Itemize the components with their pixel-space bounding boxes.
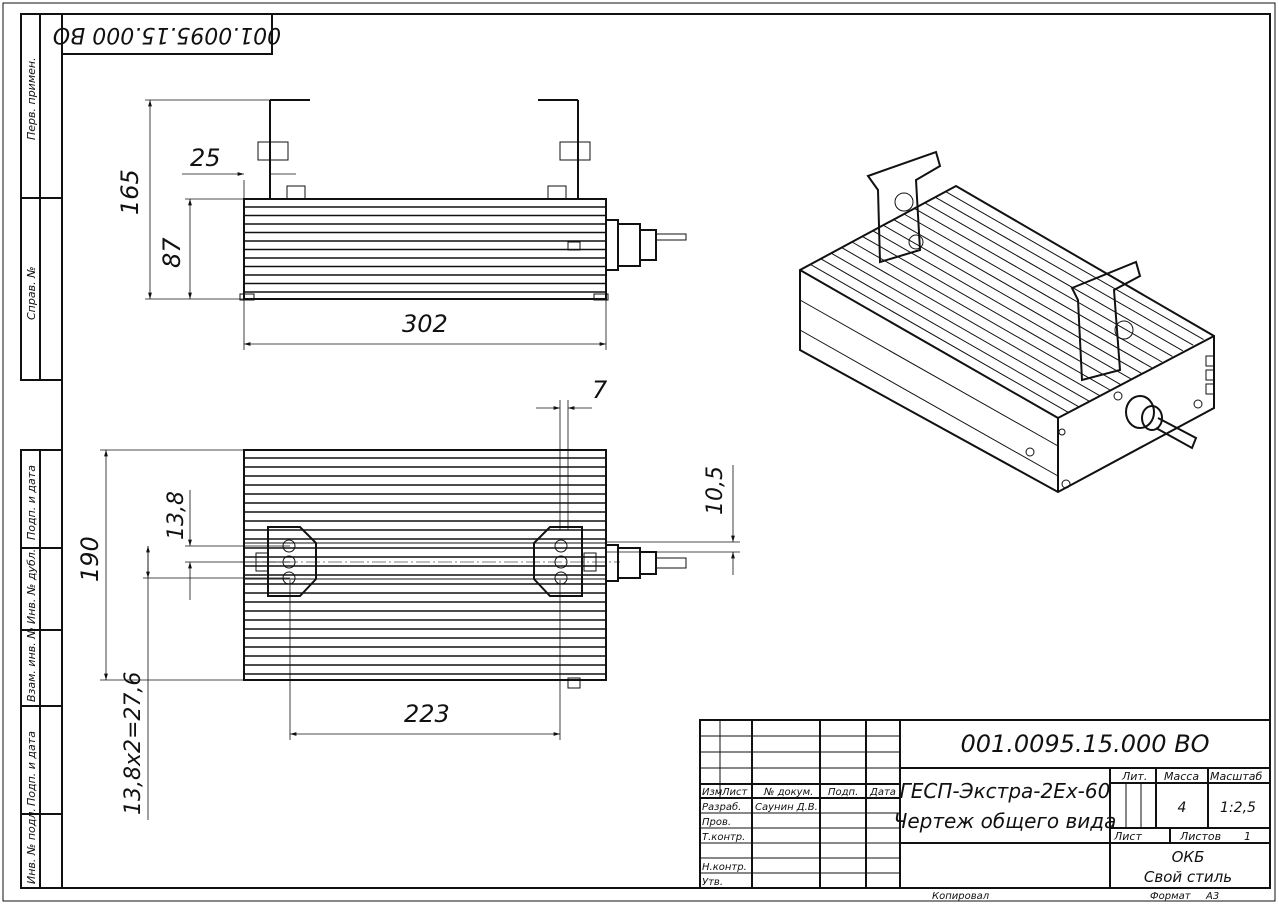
tb-format-label: Формат [1150, 891, 1192, 902]
dim-7: 7 [592, 376, 608, 404]
tb-h-sign: Подп. [828, 787, 858, 798]
fin-line [830, 252, 1090, 402]
tb-copied: Копировал [932, 891, 990, 902]
fin-line [934, 196, 1194, 346]
tb-h-list: Лист [721, 787, 749, 798]
dim-10-5: 10,5 [703, 466, 728, 515]
dim-87: 87 [158, 237, 186, 268]
tb-mass: 4 [1178, 800, 1187, 816]
tb-h-doc: № докум. [763, 787, 813, 798]
strip-label-podp-1: Подп. и дата [25, 465, 38, 540]
tb-designation: 001.0095.15.000 ВО [960, 730, 1209, 758]
dim-165: 165 [116, 169, 144, 215]
side-view-dimensions: 165 87 25 302 [116, 99, 607, 350]
tb-h-date: Дата [869, 787, 896, 798]
strip-label-perv: Перв. примен. [25, 57, 38, 140]
tb-sheets-label: Листов [1179, 830, 1221, 843]
tb-sheet-label: Лист [1113, 830, 1142, 843]
tb-sheets-value: 1 [1244, 830, 1251, 843]
mirrored-designation: 001.0095.15.000 ВО [53, 22, 281, 47]
strip-label-vzam: Взам. инв. № [25, 627, 38, 702]
dim-25: 25 [190, 144, 221, 172]
tb-mass-label: Масса [1164, 770, 1199, 783]
fin-line [820, 258, 1080, 408]
strip-label-podl: Инв. № подл. [25, 808, 38, 884]
tb-lit-label: Лит. [1121, 770, 1147, 783]
fin-line [893, 219, 1152, 369]
plan-view-dimensions: 190 13,8 13,8х2=27,6 223 7 10,5 [76, 376, 740, 820]
tb-role-prov: Пров. [702, 817, 731, 828]
fin-line [872, 230, 1132, 380]
fin-line [914, 207, 1173, 357]
fin-line [945, 191, 1204, 341]
fin-line [810, 263, 1069, 413]
strip-label-sprav: Справ. № [25, 266, 38, 320]
fin-line [862, 235, 1121, 385]
dim-190: 190 [76, 536, 104, 582]
strip-label-dubl: Инв. № дубл. [25, 549, 38, 624]
tb-format-value: А3 [1205, 891, 1219, 902]
dim-13-8: 13,8 [164, 491, 189, 540]
dim-302: 302 [402, 310, 448, 338]
title-block: 001.0095.15.000 ВО ГЕСП-Экстра-2Ех-60 Че… [699, 719, 1271, 902]
fin-line [851, 241, 1111, 391]
dim-223: 223 [404, 700, 450, 728]
isometric-view [799, 150, 1215, 494]
side-view [239, 99, 687, 301]
fin-line [841, 247, 1100, 397]
tb-org-2: Свой стиль [1144, 868, 1232, 886]
tb-document-name: Чертеж общего вида [894, 809, 1117, 833]
tb-scale: 1:2,5 [1220, 800, 1256, 816]
tb-h-izm: Изм [702, 787, 723, 798]
strip-label-podp-2: Подп. и дата [25, 731, 38, 806]
plan-view [240, 449, 687, 689]
tb-developer: Саунин Д.В. [755, 802, 818, 813]
tb-product-name: ГЕСП-Экстра-2Ех-60 [900, 779, 1111, 803]
mirrored-designation-box: 001.0095.15.000 ВО [53, 13, 281, 55]
dim-pitch: 13,8х2=27,6 [121, 672, 146, 815]
tb-role-nkontr: Н.контр. [702, 862, 747, 873]
fin-line [882, 224, 1142, 374]
tb-org-1: ОКБ [1172, 848, 1205, 866]
side-strip: Перв. примен. Справ. № Подп. и дата Инв.… [20, 13, 63, 889]
tb-role-tkontr: Т.контр. [702, 832, 745, 843]
tb-role-razrab: Разраб. [702, 801, 741, 813]
tb-role-utv: Утв. [702, 877, 723, 888]
fin-line [924, 202, 1184, 352]
tb-scale-label: Масштаб [1210, 770, 1262, 783]
